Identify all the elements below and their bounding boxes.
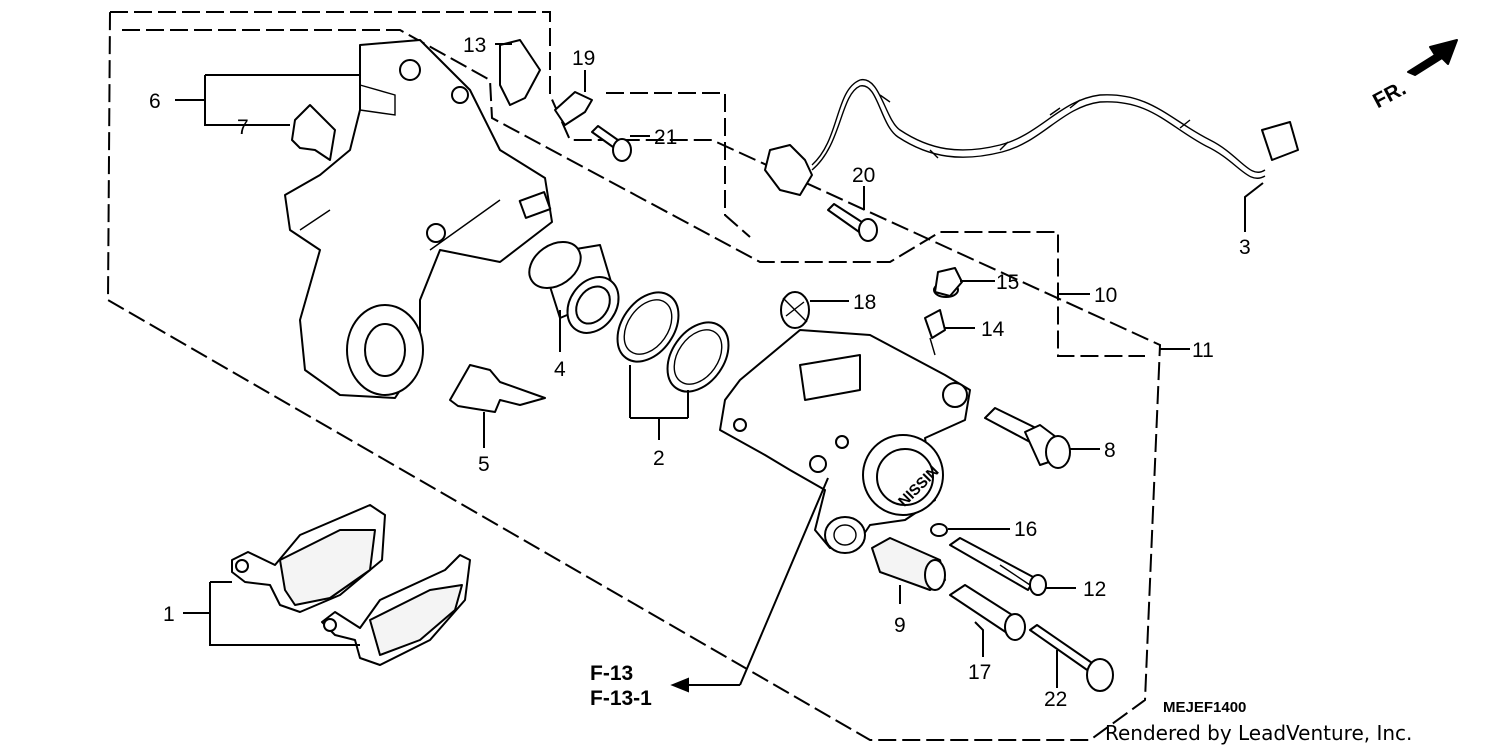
label-10: 10 <box>1094 284 1117 307</box>
label-18: 18 <box>853 291 876 314</box>
bleeder-cap <box>933 267 963 298</box>
label-9: 9 <box>894 614 906 637</box>
label-3: 3 <box>1239 236 1251 259</box>
washer <box>930 523 948 537</box>
wire-clamp <box>554 91 593 126</box>
bleeder-screw <box>924 309 946 356</box>
assembly-outline-outer <box>106 11 1162 741</box>
pad-spring <box>449 364 546 413</box>
label-16: 16 <box>1014 518 1037 541</box>
label-7: 7 <box>237 116 249 139</box>
piston-seal <box>616 291 680 363</box>
credit-text: Rendered by LeadVenture, Inc. <box>1105 721 1412 745</box>
label-4: 4 <box>554 358 566 381</box>
label-17: 17 <box>968 661 991 684</box>
label-5: 5 <box>478 453 490 476</box>
dust-seal <box>666 321 730 393</box>
label-8: 8 <box>1104 439 1116 462</box>
label-1: 1 <box>163 603 175 626</box>
label-6: 6 <box>149 90 161 113</box>
piston <box>528 241 620 334</box>
caliper-cap <box>780 291 810 329</box>
reference-f13: F-13 <box>590 662 633 685</box>
caliper-pin-b <box>949 584 1026 641</box>
caliper-boot <box>871 537 946 591</box>
brake-pad-set <box>231 504 471 666</box>
label-15: 15 <box>996 271 1019 294</box>
wheel-speed-sensor <box>764 79 1299 196</box>
caliper-bracket <box>284 39 553 399</box>
diagram-code: MEJEF1400 <box>1163 699 1246 716</box>
caliper-pin-bolt <box>984 407 1071 469</box>
reference-f13-1: F-13-1 <box>590 687 652 710</box>
assembly-outline-sensor <box>606 92 751 238</box>
label-22: 22 <box>1044 688 1067 711</box>
direction-label: FR. <box>1369 77 1410 113</box>
front-direction-indicator: FR. <box>1369 39 1458 113</box>
label-12: 12 <box>1083 578 1106 601</box>
bolt-20 <box>827 203 878 242</box>
caliper-pin-a <box>949 537 1047 596</box>
caliper-body: NISSIN <box>719 329 971 554</box>
label-2: 2 <box>653 447 665 470</box>
label-14: 14 <box>981 318 1005 341</box>
label-21: 21 <box>654 126 677 149</box>
mounting-bolt <box>1029 624 1114 692</box>
part-number-labels: 1 2 3 4 5 6 7 8 9 10 11 12 13 14 15 16 1… <box>149 34 1251 711</box>
sensor-clip <box>499 39 541 106</box>
label-19: 19 <box>572 47 595 70</box>
label-13: 13 <box>463 34 486 57</box>
bolt-21 <box>591 125 632 162</box>
pad-clip <box>291 104 336 161</box>
leader-lines <box>175 43 1264 693</box>
label-11: 11 <box>1192 339 1214 362</box>
label-20: 20 <box>852 164 875 187</box>
